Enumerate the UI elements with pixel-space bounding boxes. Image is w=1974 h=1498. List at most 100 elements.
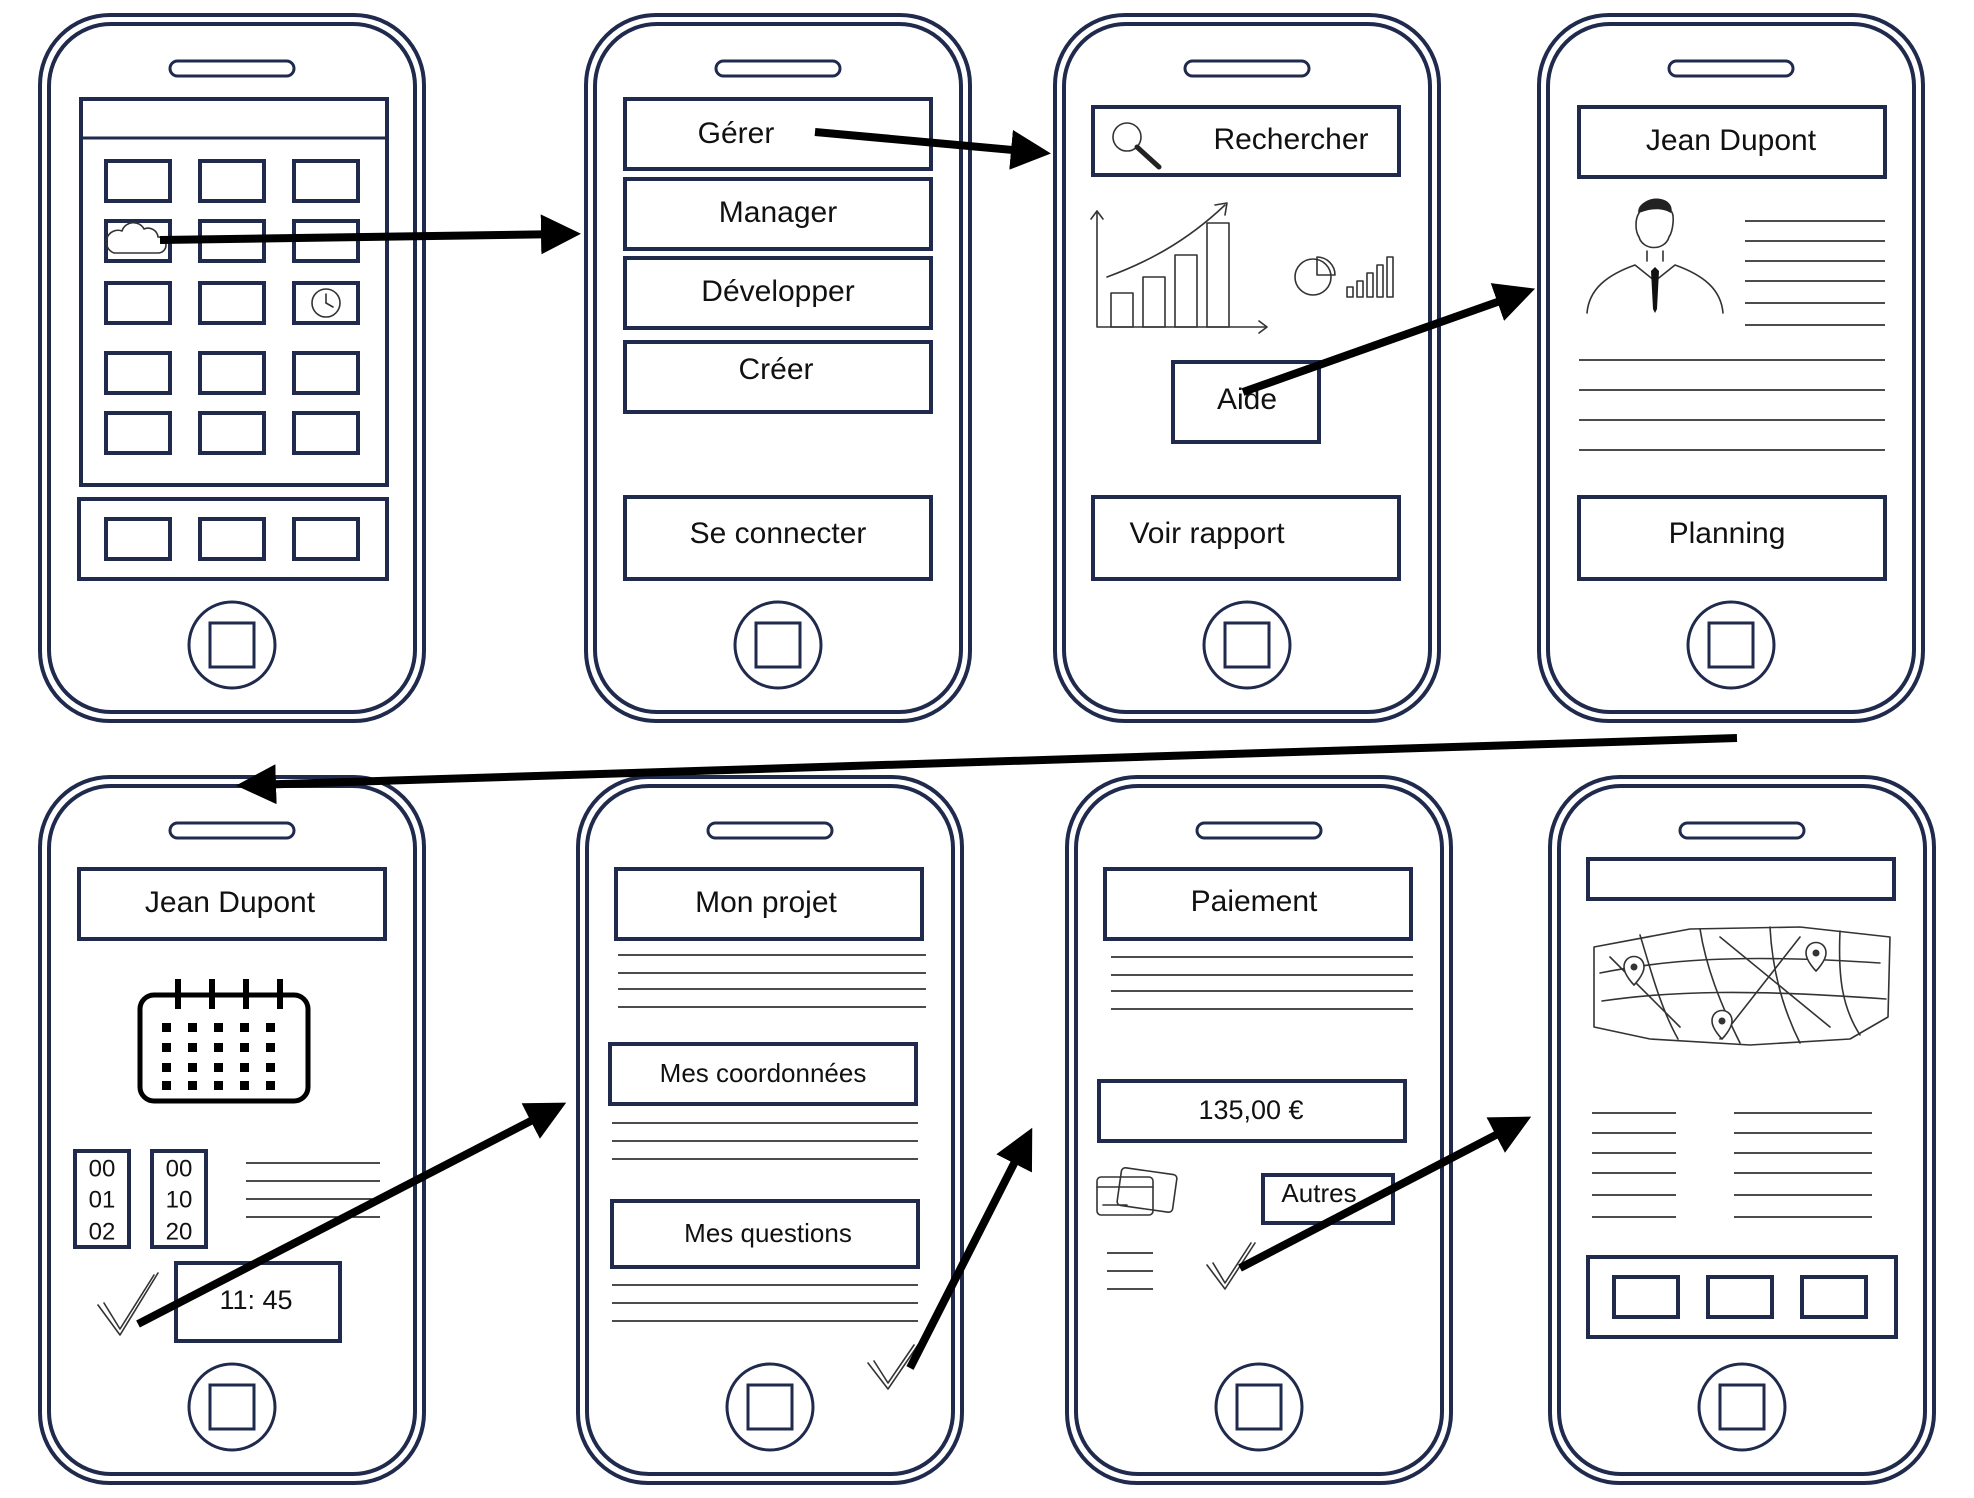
- questions-text-lines: [612, 1284, 918, 1322]
- button-creer-label: Créer: [738, 353, 813, 386]
- payment-title: Paiement: [1103, 867, 1413, 941]
- planning-text-lines: [246, 1162, 380, 1218]
- profile-name-label: Jean Dupont: [1646, 124, 1817, 157]
- button-developper[interactable]: Développer: [623, 256, 933, 330]
- map-pin-icon: [1623, 955, 1645, 987]
- search-button[interactable]: Rechercher: [1091, 105, 1401, 177]
- profile-text-lines: [1579, 220, 1885, 451]
- app-tile[interactable]: [198, 281, 266, 325]
- hour-value: 01: [89, 1186, 116, 1213]
- phone-map: [1548, 775, 1936, 1485]
- dock-app[interactable]: [104, 517, 172, 561]
- map-action[interactable]: [1612, 1275, 1680, 1319]
- app-grid: [104, 159, 360, 455]
- button-manager-label: Manager: [719, 196, 837, 229]
- app-tile[interactable]: [198, 411, 266, 455]
- minute-value: 00: [166, 1155, 193, 1182]
- map-pin-icon: [1805, 941, 1827, 973]
- contact-text-lines: [612, 1122, 918, 1160]
- flow-arrow: [159, 214, 581, 255]
- contact-details-button[interactable]: Mes coordonnées: [608, 1042, 918, 1106]
- time-value: 11: 45: [219, 1285, 292, 1315]
- app-tile[interactable]: [292, 351, 360, 395]
- phone-project: Mon projet Mes coordonnées Mes questions: [576, 775, 964, 1485]
- calendar-icon: [137, 979, 311, 1104]
- profile-name-header: Jean Dupont: [1577, 105, 1887, 179]
- phone-home: [38, 13, 426, 723]
- button-developper-label: Développer: [701, 275, 854, 308]
- app-tile[interactable]: [292, 411, 360, 455]
- credit-cards-icon: [1096, 1167, 1178, 1216]
- map-text-lines-right: [1734, 1112, 1872, 1218]
- map-text-lines-left: [1592, 1112, 1676, 1218]
- time-display: 11: 45: [174, 1261, 342, 1343]
- app-tile[interactable]: [104, 411, 172, 455]
- amount-field[interactable]: 135,00 €: [1097, 1079, 1407, 1143]
- app-tile[interactable]: [198, 351, 266, 395]
- hour-value: 02: [89, 1218, 116, 1245]
- questions-button[interactable]: Mes questions: [610, 1199, 920, 1269]
- app-tile[interactable]: [292, 159, 360, 203]
- view-report-button[interactable]: Voir rapport: [1091, 495, 1401, 581]
- contact-details-label: Mes coordonnées: [660, 1058, 867, 1088]
- minute-value: 20: [166, 1218, 193, 1245]
- map-action[interactable]: [1800, 1275, 1868, 1319]
- minute-picker[interactable]: 00 10 20: [150, 1149, 208, 1249]
- app-tile[interactable]: [198, 159, 266, 203]
- planning-name-header: Jean Dupont: [77, 867, 387, 941]
- magnifier-icon: [1112, 122, 1162, 170]
- flow-arrow: [1241, 283, 1536, 396]
- view-report-button-label: Voir rapport: [1129, 517, 1285, 550]
- amount-value: 135,00 €: [1198, 1095, 1303, 1125]
- map-action[interactable]: [1706, 1275, 1774, 1319]
- phone-planning: Jean Dupont 00 01 02 00 10 20: [38, 775, 426, 1485]
- project-title-label: Mon projet: [695, 886, 837, 919]
- map-pin-icon: [1711, 1009, 1733, 1041]
- payment-small-lines: [1107, 1252, 1153, 1290]
- pie-chart-icon: [1294, 256, 1336, 296]
- map-header-bar: [1586, 857, 1896, 901]
- phone-profile: Jean Dupont Planning: [1537, 13, 1925, 723]
- minute-value: 10: [166, 1186, 193, 1213]
- search-button-label: Rechercher: [1213, 123, 1368, 156]
- flow-arrows: [136, 128, 1738, 1370]
- hour-value: 00: [89, 1155, 116, 1182]
- checkmark-icon[interactable]: [1206, 1242, 1256, 1290]
- phone-payment: Paiement 135,00 € Autre: [1065, 775, 1453, 1485]
- button-gerer[interactable]: Gérer: [623, 97, 933, 171]
- other-payment-label: Autres: [1281, 1178, 1356, 1208]
- project-title: Mon projet: [614, 867, 924, 941]
- questions-label: Mes questions: [684, 1218, 852, 1248]
- growth-chart-icon: [1090, 202, 1268, 334]
- flow-arrow: [1238, 1116, 1532, 1272]
- flow-arrow: [236, 734, 1738, 805]
- login-button-label: Se connecter: [690, 517, 867, 550]
- dock-app[interactable]: [198, 517, 266, 561]
- hour-picker[interactable]: 00 01 02: [73, 1149, 131, 1249]
- login-button[interactable]: Se connecter: [623, 495, 933, 581]
- signal-bars-icon: [1346, 256, 1394, 298]
- map-bottom-bar: [1586, 1255, 1898, 1339]
- person-avatar-icon: [1586, 198, 1724, 314]
- clock-icon: [311, 288, 341, 318]
- flow-arrow: [136, 1102, 567, 1328]
- button-gerer-label: Gérer: [698, 117, 775, 150]
- button-creer[interactable]: Créer: [623, 340, 933, 414]
- planning-button[interactable]: Planning: [1577, 495, 1887, 581]
- city-map-icon[interactable]: [1593, 926, 1891, 1046]
- planning-button-label: Planning: [1669, 517, 1786, 550]
- flow-arrow: [906, 1127, 1033, 1370]
- checkmark-icon[interactable]: [867, 1344, 919, 1390]
- dock: [77, 497, 389, 581]
- app-tile[interactable]: [104, 281, 172, 325]
- help-button[interactable]: Aide: [1171, 360, 1321, 444]
- checkmark-icon[interactable]: [97, 1272, 159, 1336]
- button-manager[interactable]: Manager: [623, 177, 933, 251]
- payment-title-label: Paiement: [1191, 885, 1318, 918]
- app-tile[interactable]: [104, 159, 172, 203]
- project-text-lines: [618, 954, 926, 1008]
- dock-app[interactable]: [292, 517, 360, 561]
- app-tile[interactable]: [104, 351, 172, 395]
- payment-text-lines: [1111, 956, 1413, 1010]
